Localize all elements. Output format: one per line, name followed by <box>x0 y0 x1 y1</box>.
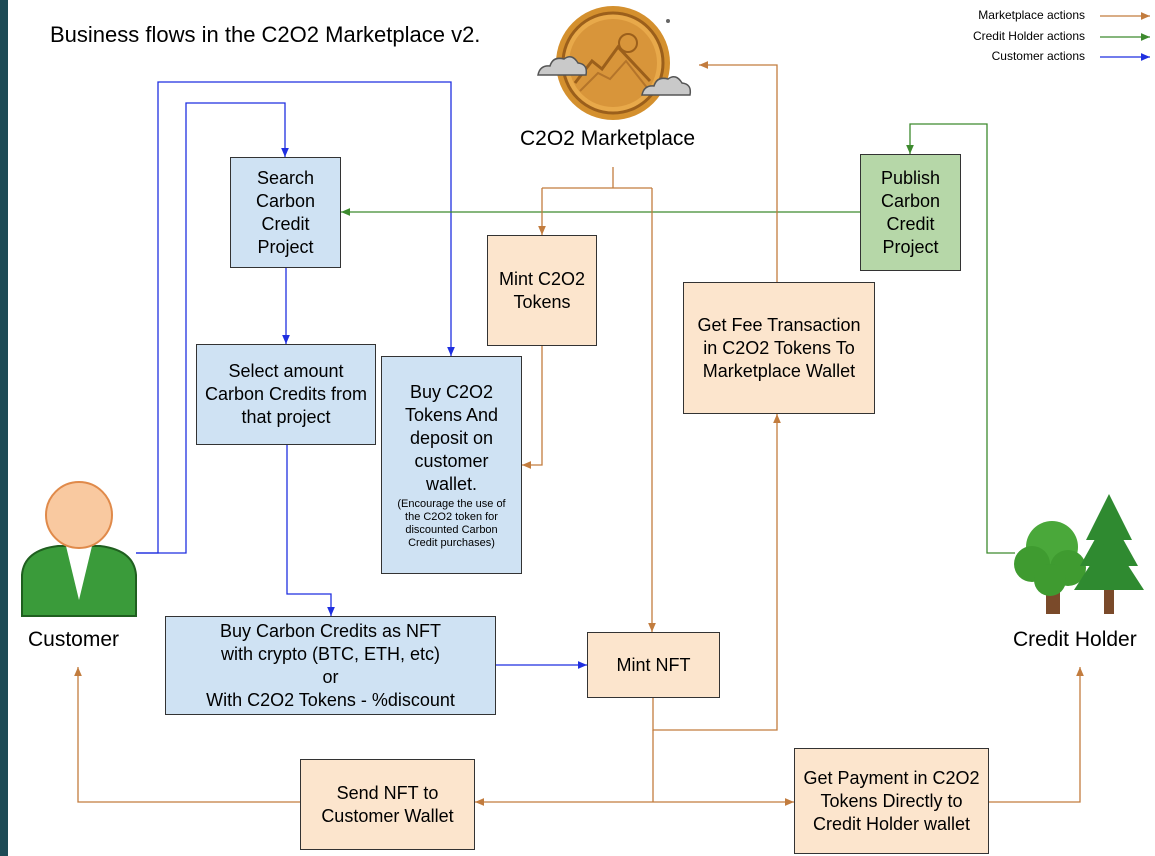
select-amount-box: Select amount Carbon Credits from that p… <box>196 344 376 445</box>
marketplace-coin-icon <box>537 6 692 120</box>
legend-credit-holder: Credit Holder actions <box>972 29 1085 43</box>
arrow-holder-to-publish <box>906 123 1015 554</box>
credit-holder-label: Credit Holder <box>1013 628 1137 651</box>
diagram-title: Business flows in the C2O2 Marketplace v… <box>50 22 481 47</box>
mint-nft-box: Mint NFT <box>587 632 720 698</box>
buy-nft-line-2: with crypto (BTC, ETH, etc) <box>220 643 441 664</box>
get-payment-box: Get Payment in C2O2 Tokens Directly to C… <box>794 748 989 854</box>
buy-nft-line-4: With C2O2 Tokens - %discount <box>206 689 455 710</box>
arrow-mint-nft-to-fee <box>652 414 781 731</box>
arrow-fee-to-marketplace <box>699 61 778 282</box>
arrow-mint-tokens-to-buy-tokens <box>522 346 543 469</box>
customer-label: Customer <box>28 628 120 651</box>
get-payment-text: Get Payment in C2O2 Tokens Directly to C… <box>803 767 980 834</box>
buy-nft-box: Buy Carbon Credits as NFT with crypto (B… <box>165 616 496 715</box>
buy-tokens-box: Buy C2O2 Tokens And deposit on customer … <box>381 356 522 574</box>
search-project-box: Search Carbon Credit Project <box>230 157 341 268</box>
arrow-customer-to-search <box>136 102 289 554</box>
buy-nft-line-3: or <box>322 666 339 687</box>
marketplace-label: C2O2 Marketplace <box>520 127 696 150</box>
get-fee-text: Get Fee Transaction in C2O2 Tokens To Ma… <box>697 314 861 381</box>
get-fee-box: Get Fee Transaction in C2O2 Tokens To Ma… <box>683 282 875 414</box>
credit-holder-trees-icon <box>1014 494 1144 614</box>
legend-customer: Customer actions <box>991 49 1085 63</box>
buy-tokens-note: (Encourage the use of the C2O2 token for… <box>397 497 506 549</box>
left-edge-strip <box>0 0 8 856</box>
publish-project-box: Publish Carbon Credit Project <box>860 154 961 271</box>
select-amount-text: Select amount Carbon Credits from that p… <box>204 361 368 427</box>
buy-tokens-text: Buy C2O2 Tokens And deposit on customer … <box>404 381 499 494</box>
legend-marketplace: Marketplace actions <box>978 8 1085 22</box>
send-nft-text: Send NFT to Customer Wallet <box>321 782 454 826</box>
arrow-customer-to-buy-tokens <box>136 81 455 554</box>
mint-tokens-box: Mint C2O2 Tokens <box>487 235 597 346</box>
send-nft-box: Send NFT to Customer Wallet <box>300 759 475 850</box>
search-project-text: Search Carbon Credit Project <box>255 167 316 257</box>
arrow-select-to-buy-nft <box>286 445 335 616</box>
buy-nft-line-1: Buy Carbon Credits as NFT <box>219 620 442 641</box>
publish-project-text: Publish Carbon Credit Project <box>880 167 941 257</box>
arrow-payment-to-holder <box>989 667 1084 803</box>
mint-nft-text: Mint NFT <box>616 654 691 675</box>
arrow-send-nft-to-customer <box>74 667 300 803</box>
mint-tokens-text: Mint C2O2 Tokens <box>498 268 586 312</box>
customer-person-icon <box>21 481 137 617</box>
